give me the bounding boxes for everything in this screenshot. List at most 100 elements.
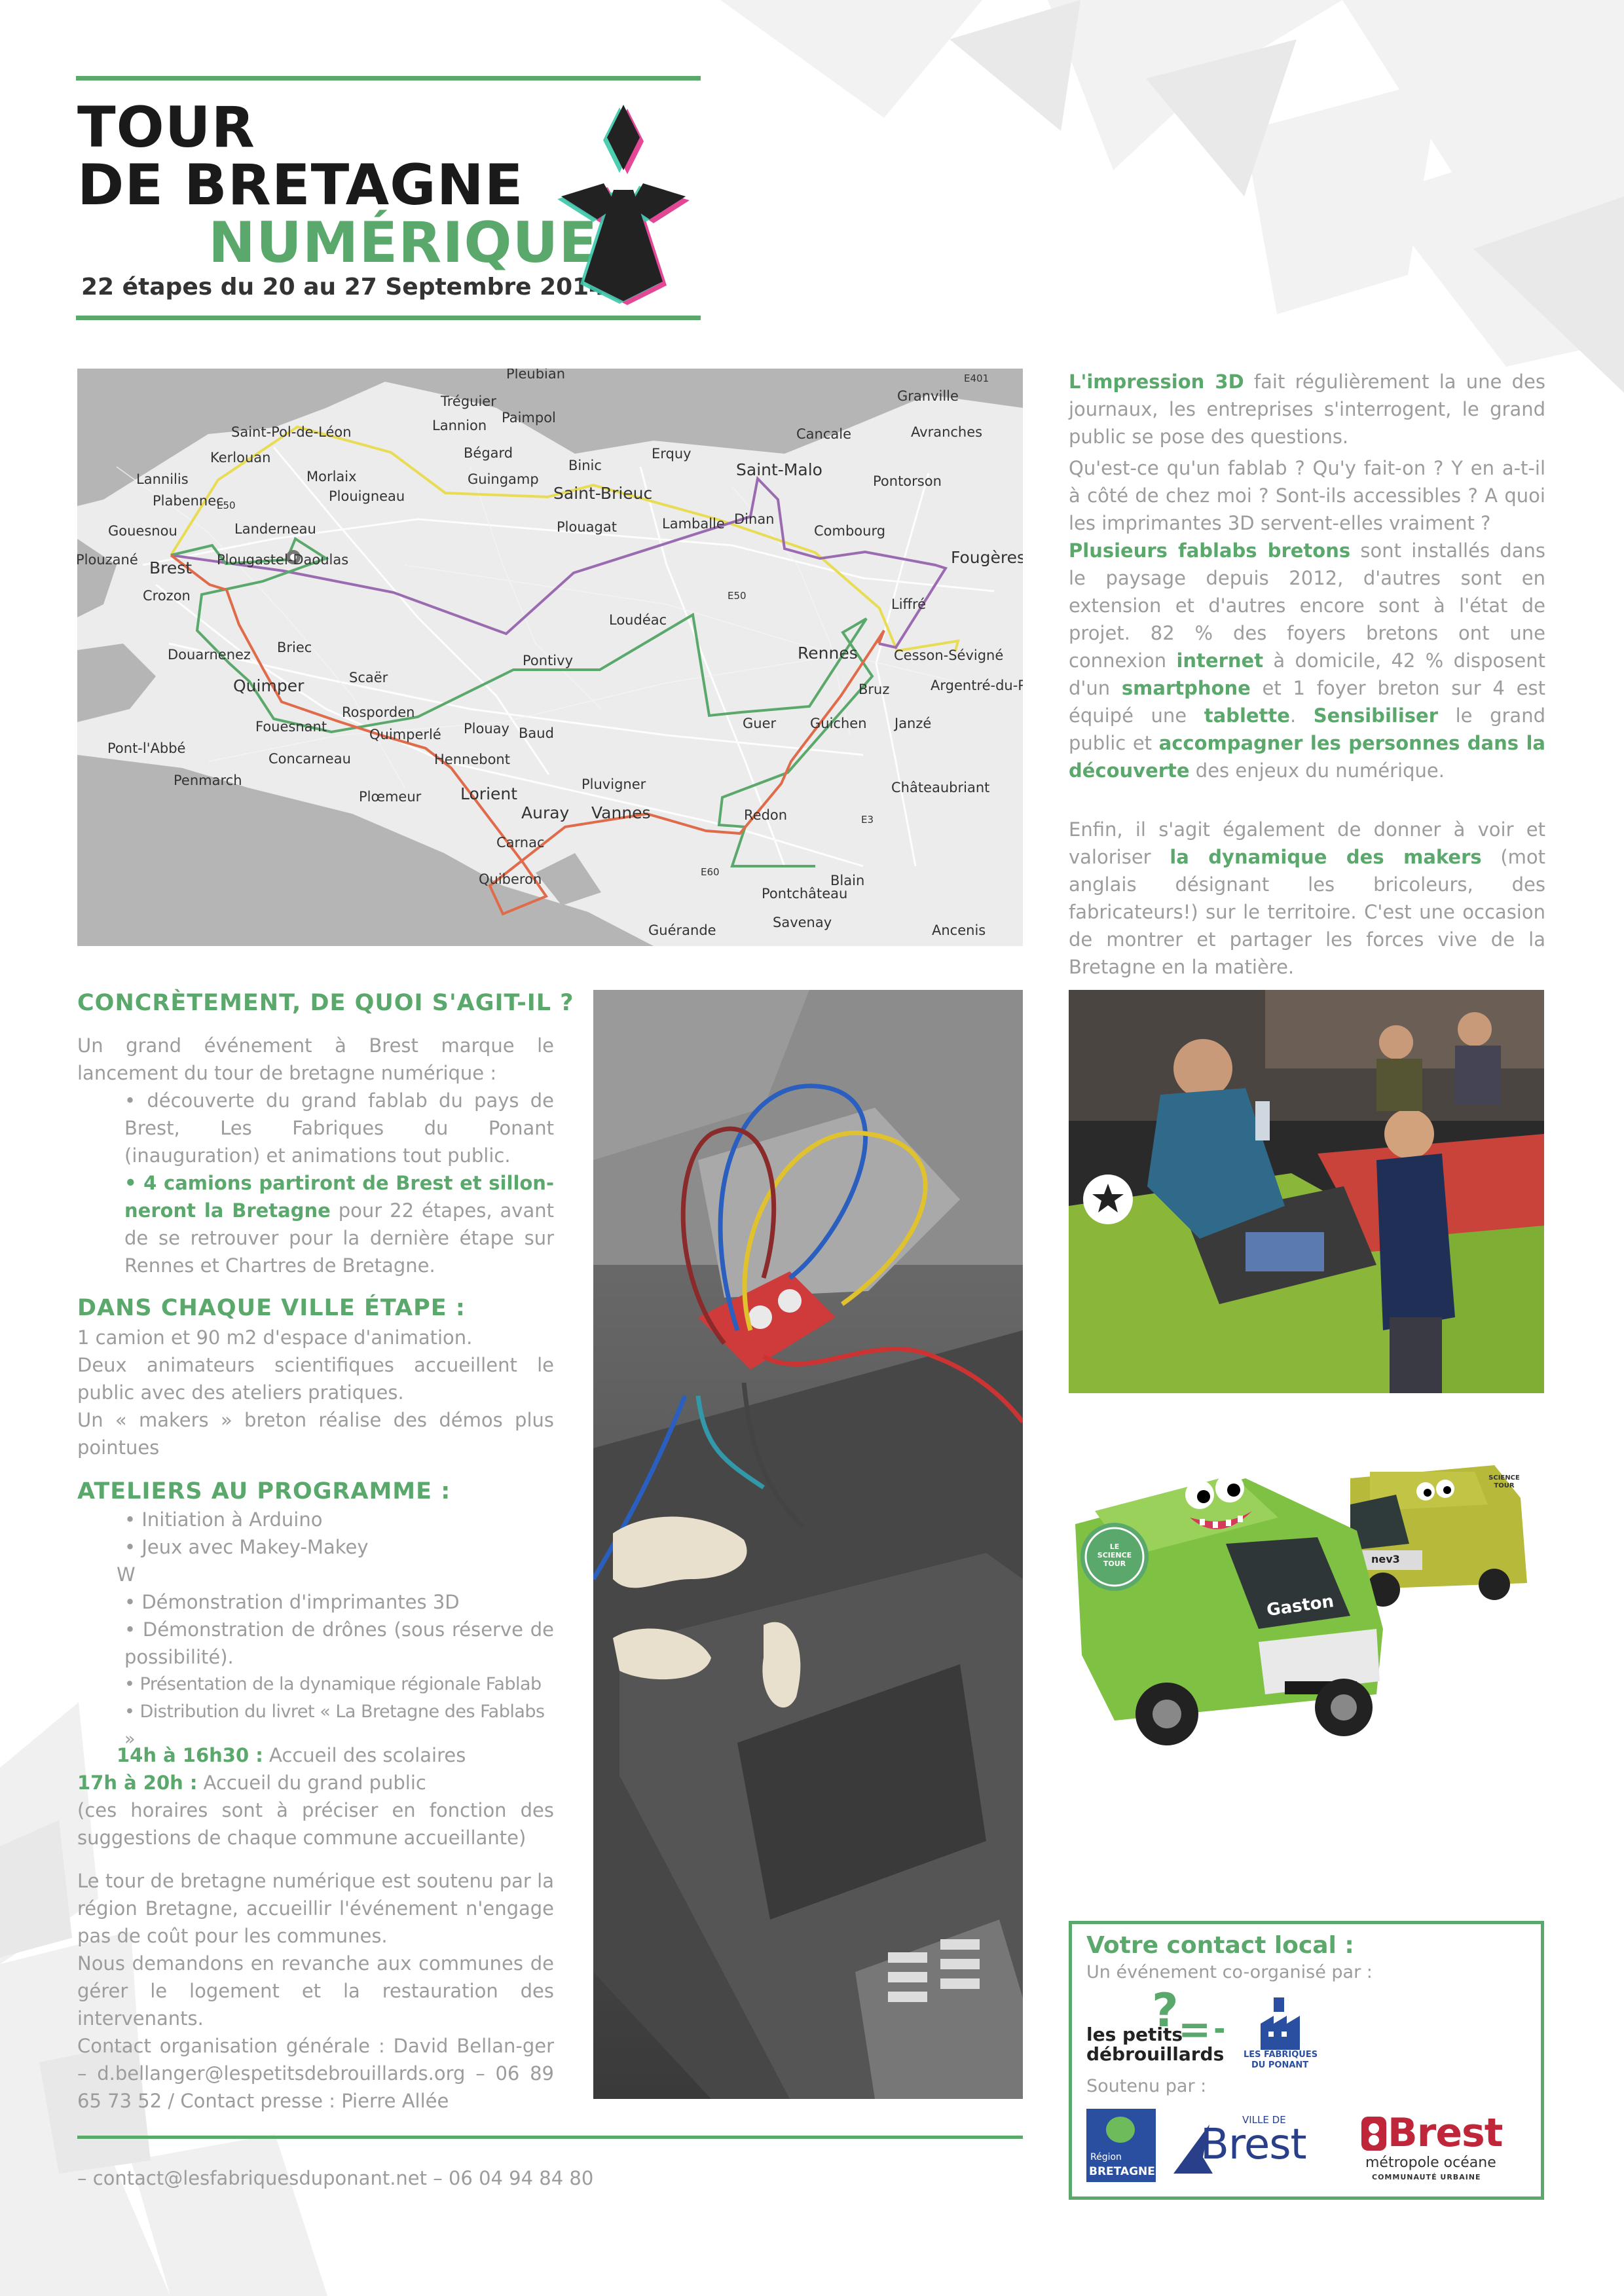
place-label: Douarnenez — [168, 647, 251, 663]
bullet-fablab: • découverte du grand fablab du pays de … — [124, 1089, 554, 1167]
place-label: Granville — [897, 388, 959, 404]
ville-line-3: Un « makers » breton réalise des démos p… — [77, 1409, 554, 1459]
place-label: Paimpol — [502, 410, 556, 426]
region-label: Région — [1090, 2152, 1122, 2162]
place-label: Rosporden — [342, 704, 415, 720]
place-label: Pont-l'Abbé — [107, 740, 186, 756]
highlight-internet: internet — [1176, 649, 1264, 672]
place-label: E60 — [701, 866, 720, 878]
place-label: Combourg — [814, 523, 886, 539]
place-label: Fougères — [951, 548, 1023, 567]
petits-debrouillards-logo: ? =+ — [1152, 1987, 1224, 2052]
makers-text: Enfin, il s'agit également de donner à v… — [1069, 818, 1545, 868]
place-label: E50 — [728, 590, 747, 602]
place-label: Rennes — [798, 644, 858, 663]
horaire-public: 17h à 20h : Accueil du grand public — [77, 1769, 554, 1796]
ateliers-list: • Initiation à Arduino • Jeux avec Makey… — [77, 1506, 554, 1753]
place-label: Concarneau — [268, 751, 351, 767]
place-label: E50 — [217, 500, 236, 511]
place-label: E401 — [964, 373, 989, 384]
place-label: Lorient — [460, 784, 518, 803]
contact-box-title: Votre contact local : — [1086, 1932, 1354, 1959]
place-label: Crozon — [143, 588, 191, 604]
svg-text:?: ? — [1152, 1987, 1179, 2037]
highlight-accompagner: accompagner les personnes dans la découv… — [1069, 732, 1545, 782]
soutien-text: Le tour de bretagne numérique est souten… — [77, 1867, 554, 2115]
place-label: Plouzané — [77, 552, 138, 568]
truck-badge-text: LE SCIENCE TOUR — [1097, 1542, 1132, 1568]
place-label: Quimperlé — [369, 727, 441, 742]
brest-metropole-mark — [1361, 2117, 1386, 2151]
place-label: Plabennec — [153, 493, 224, 509]
place-label: Kerlouan — [210, 450, 271, 465]
makers-text: (mot anglais désignant les bricoleurs, d… — [1069, 846, 1545, 978]
atelier-livret: • Distribution du livret « La Bretagne d… — [124, 1702, 545, 1749]
heading-ateliers: ATELIERS AU PROGRAMME : — [77, 1478, 451, 1504]
place-label: Guingamp — [468, 471, 539, 487]
place-label: Liffré — [891, 596, 927, 612]
place-label: Auray — [521, 803, 570, 822]
place-label: Janzé — [895, 716, 932, 731]
place-label: Erquy — [652, 446, 692, 462]
place-label: Carnac — [496, 835, 545, 850]
fablab-text: et 1 foyer breton sur 4 est équipé une — [1069, 677, 1545, 727]
highlight-time: 14h à 16h30 : — [117, 1744, 263, 1766]
header-subtitle: 22 étapes du 20 au 27 Septembre 2014 — [81, 274, 606, 301]
place-label: Vannes — [591, 803, 651, 822]
place-label: Saint-Brieuc — [553, 484, 653, 503]
ville-etape-text: 1 camion et 90 m2 d'espace d'animation. … — [77, 1324, 554, 1461]
trucks-photo: LE SCIENCE TOUR Gaston SCIENCE TOUR nev3 — [1069, 1432, 1544, 1760]
place-label: Morlaix — [306, 469, 357, 484]
fablab-text: sont installés dans le paysage depuis 20… — [1069, 539, 1545, 672]
place-label: Pontchâteau — [762, 886, 848, 902]
place-label: Quimper — [233, 676, 304, 695]
place-label: Saint-Malo — [736, 460, 822, 479]
place-label: Pluvigner — [581, 776, 646, 792]
fabriques-ponant-logo — [1261, 1997, 1300, 2050]
intro-paragraph: L'impression 3D fait régulièrement la un… — [1069, 368, 1545, 450]
highlight-time: 17h à 20h : — [77, 1772, 198, 1794]
place-label: Pleubian — [506, 369, 566, 382]
metropole-sub: COMMUNAUTÉ URBAINE — [1372, 2173, 1481, 2181]
ville-brest-logo-mark — [1173, 2124, 1213, 2174]
horaire-scolaires: 14h à 16h30 : Accueil des scolaires — [77, 1741, 554, 1769]
place-label: Lannion — [432, 418, 487, 433]
place-label: Landerneau — [234, 521, 316, 537]
map-background — [77, 369, 1023, 946]
place-label: Guer — [743, 716, 777, 731]
atelier-3d: • Démonstration d'imprimantes 3D — [124, 1591, 460, 1613]
makers-paragraph: Enfin, il s'agit également de donner à v… — [1069, 816, 1545, 981]
contact-organisation: Contact organisation générale : David Be… — [77, 2035, 554, 2112]
highlight-makers: la dynamique des makers — [1170, 846, 1482, 868]
place-label: Guérande — [648, 922, 716, 938]
region-name: BRETAGNE — [1089, 2165, 1155, 2178]
place-label: Pontivy — [523, 653, 573, 668]
hermine-logo — [558, 105, 690, 305]
place-label: Pontorson — [873, 473, 942, 489]
place-label: Blain — [830, 873, 865, 888]
truck2-plate: nev3 — [1371, 1553, 1400, 1565]
fdp-line1: LES FABRIQUES — [1244, 2050, 1318, 2060]
place-label: Binic — [568, 458, 602, 473]
horaires-text: 14h à 16h30 : Accueil des scolaires 17h … — [77, 1741, 554, 1851]
highlight-sensibiliser: Sensibiliser — [1313, 704, 1438, 727]
atelier-dynamique: • Présentation de la dynamique régionale… — [124, 1674, 542, 1694]
fablab-text: des enjeux du numérique. — [1189, 759, 1445, 782]
place-label: Cancale — [796, 426, 852, 442]
place-label: Lamballe — [662, 516, 725, 532]
soutien-region: Le tour de bretagne numérique est souten… — [77, 1870, 554, 1947]
lpd-line2: débrouillards — [1086, 2043, 1225, 2065]
place-label: Plougastel-Daoulas — [217, 552, 349, 568]
soutenu-label: Soutenu par : — [1086, 2076, 1207, 2096]
electronics-photo — [593, 990, 1023, 2099]
metropole-brest-name: Brest — [1388, 2110, 1503, 2156]
svg-text:=+: =+ — [1178, 2007, 1224, 2052]
place-label: Hennebont — [434, 752, 510, 767]
ville-de-label: VILLE DE — [1242, 2114, 1286, 2126]
highlight-smartphone: smartphone — [1121, 677, 1251, 699]
horaire-text: Accueil des scolaires — [263, 1744, 466, 1766]
bullet-camions: • 4 camions partiront de Brest et sillon… — [77, 1169, 554, 1279]
place-label: Briec — [277, 640, 312, 655]
place-label: Quiberon — [479, 871, 542, 887]
